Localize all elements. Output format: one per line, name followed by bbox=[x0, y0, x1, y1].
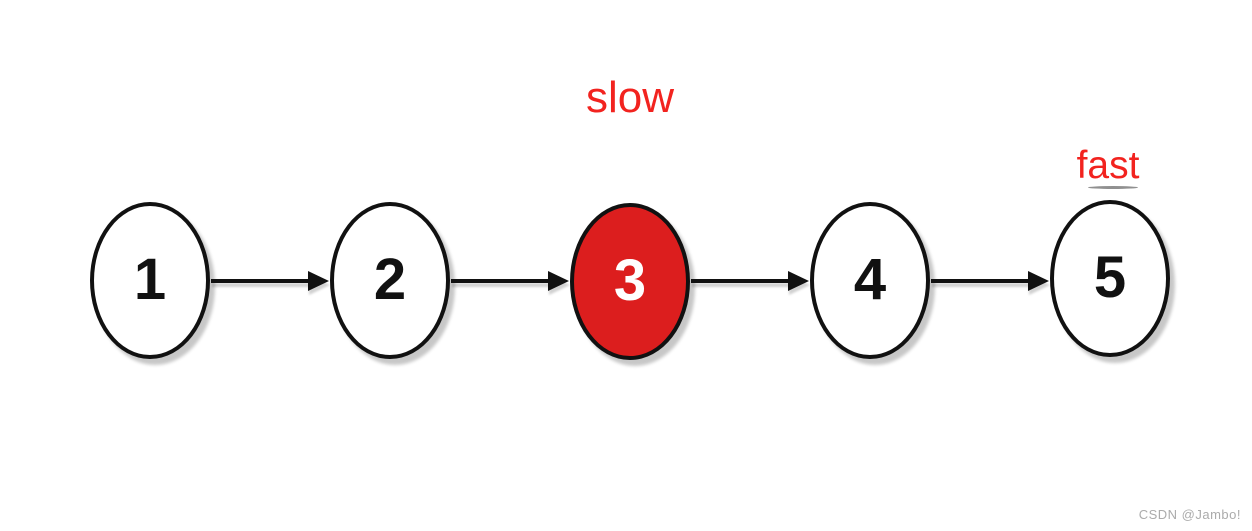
node-value: 5 bbox=[1093, 244, 1127, 310]
node-value: 3 bbox=[613, 247, 647, 313]
list-node-4: 4 bbox=[810, 202, 930, 359]
list-node-3-highlighted: 3 bbox=[570, 203, 690, 360]
arrow-shaft bbox=[691, 279, 794, 283]
arrow-head-icon bbox=[548, 271, 569, 291]
node-value: 2 bbox=[373, 246, 407, 312]
arrow-head-icon bbox=[1028, 271, 1049, 291]
node-value: 1 bbox=[133, 246, 167, 312]
edge-arrow-1-to-2 bbox=[211, 271, 329, 291]
arrow-shaft bbox=[451, 279, 554, 283]
edge-arrow-2-to-3 bbox=[451, 271, 569, 291]
list-node-1: 1 bbox=[90, 202, 210, 359]
list-node-5: 5 bbox=[1050, 200, 1170, 357]
csdn-watermark: CSDN @Jambo! bbox=[1138, 507, 1241, 522]
fast-pointer-label: fast bbox=[1076, 144, 1140, 187]
list-node-2: 2 bbox=[330, 202, 450, 359]
slow-pointer-label: slow bbox=[585, 73, 675, 122]
arrow-shaft bbox=[211, 279, 314, 283]
arrow-shaft bbox=[931, 279, 1034, 283]
arrow-head-icon bbox=[788, 271, 809, 291]
edge-arrow-4-to-5 bbox=[931, 271, 1049, 291]
arrow-head-icon bbox=[308, 271, 329, 291]
node-value: 4 bbox=[853, 246, 887, 312]
fast-label-underline-artifact bbox=[1088, 186, 1138, 189]
edge-arrow-3-to-4 bbox=[691, 271, 809, 291]
